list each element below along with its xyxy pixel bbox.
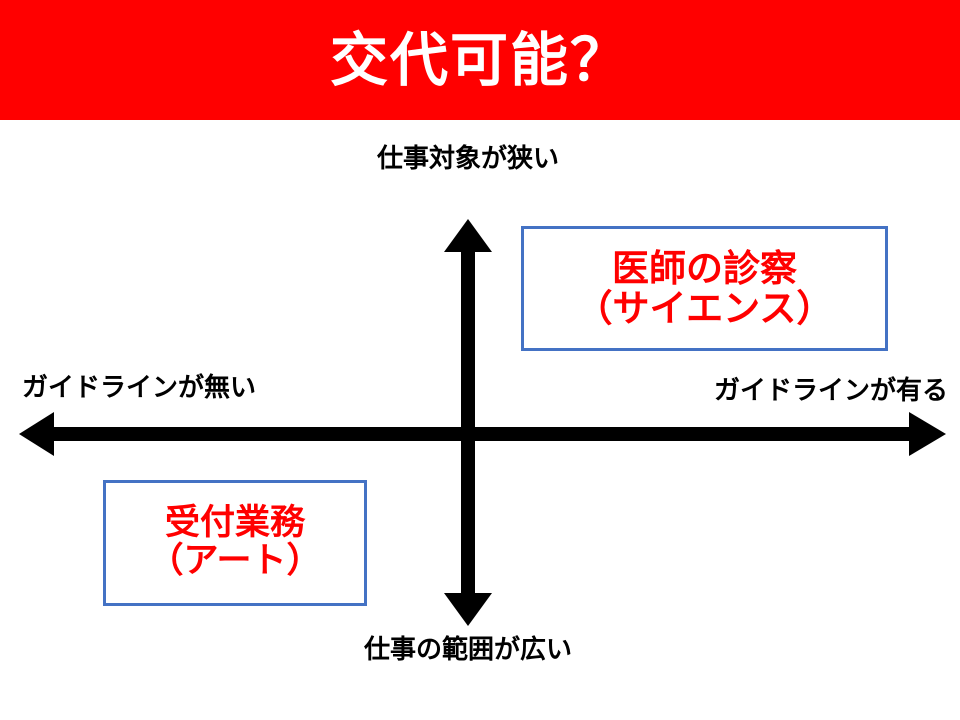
quadrant-box-science-line1: 医師の診察 xyxy=(612,246,797,290)
quadrant-box-art-line1: 受付業務 xyxy=(164,503,305,544)
title-banner xyxy=(0,0,960,120)
axis-label-bottom: 仕事の範囲が広い xyxy=(363,635,572,665)
axis-label-left: ガイドラインが無い xyxy=(22,373,257,403)
axis-label-top: 仕事対象が狭い xyxy=(376,144,559,174)
quadrant-box-art-line2: （アート） xyxy=(148,541,322,581)
quadrant-box-science-line2: （サイエンス） xyxy=(575,286,834,330)
axis-arrowhead-right-icon xyxy=(909,412,946,456)
vertical-axis-shaft xyxy=(461,248,475,600)
axis-arrowhead-left-icon xyxy=(19,412,54,456)
page-title: 交代可能？ xyxy=(329,26,630,94)
axis-label-right: ガイドラインが有る xyxy=(713,376,948,406)
axis-arrowhead-down-icon xyxy=(444,593,492,626)
axis-arrowhead-up-icon xyxy=(444,219,492,252)
quadrant-box-science: 医師の診察 （サイエンス） xyxy=(521,226,888,351)
horizontal-axis-shaft xyxy=(48,427,913,441)
quadrant-box-art: 受付業務 （アート） xyxy=(103,480,367,606)
